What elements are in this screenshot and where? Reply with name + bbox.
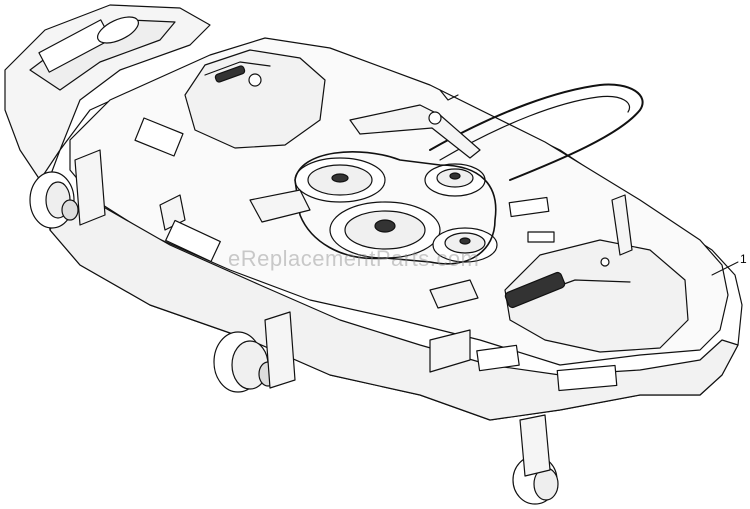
front-skirt (49, 204, 739, 421)
front-left-wheel (29, 171, 79, 229)
warning-decal-front (556, 364, 618, 392)
warning-decal-left (134, 117, 184, 157)
right-spindle-cover (504, 239, 689, 353)
belt-guard (429, 83, 644, 181)
callout-label-1: 1 (740, 252, 747, 266)
warning-decal-mid (476, 344, 520, 372)
brand-emblem (97, 16, 139, 44)
callout-leader-1 (711, 261, 739, 276)
watermark: eReplacementParts.com (228, 246, 480, 271)
drive-belt (294, 151, 497, 265)
decal-small-right-2 (527, 231, 555, 243)
tension-arm (349, 104, 481, 159)
decal-small-right (508, 196, 550, 218)
center-pulley (294, 157, 386, 203)
info-decal (165, 219, 221, 263)
idler-pulley-top (424, 163, 486, 197)
